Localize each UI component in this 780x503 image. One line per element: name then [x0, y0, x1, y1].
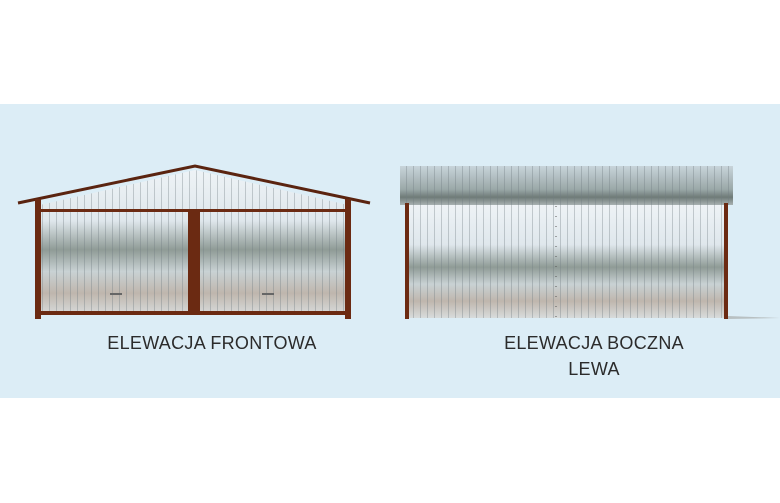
side-elevation-title: ELEWACJA BOCZNA [504, 333, 684, 353]
front-bottom-beam [40, 311, 346, 315]
left-door-handle [110, 293, 122, 295]
front-roof-edge [17, 164, 371, 205]
front-right-post [345, 199, 351, 319]
side-left-post [405, 203, 409, 319]
side-elevation [400, 166, 780, 319]
front-center-post [188, 211, 200, 315]
side-right-post [724, 203, 728, 319]
front-elevation-label: ELEWACJA FRONTOWA [62, 330, 362, 356]
side-elevation-label: ELEWACJA BOCZNA LEWA [444, 330, 744, 382]
right-door-handle [262, 293, 274, 295]
front-top-beam [40, 209, 346, 212]
front-left-post [35, 199, 41, 319]
front-elevation [17, 164, 371, 319]
front-elevation-title: ELEWACJA FRONTOWA [107, 333, 317, 353]
side-elevation-subtitle: LEWA [568, 359, 620, 379]
